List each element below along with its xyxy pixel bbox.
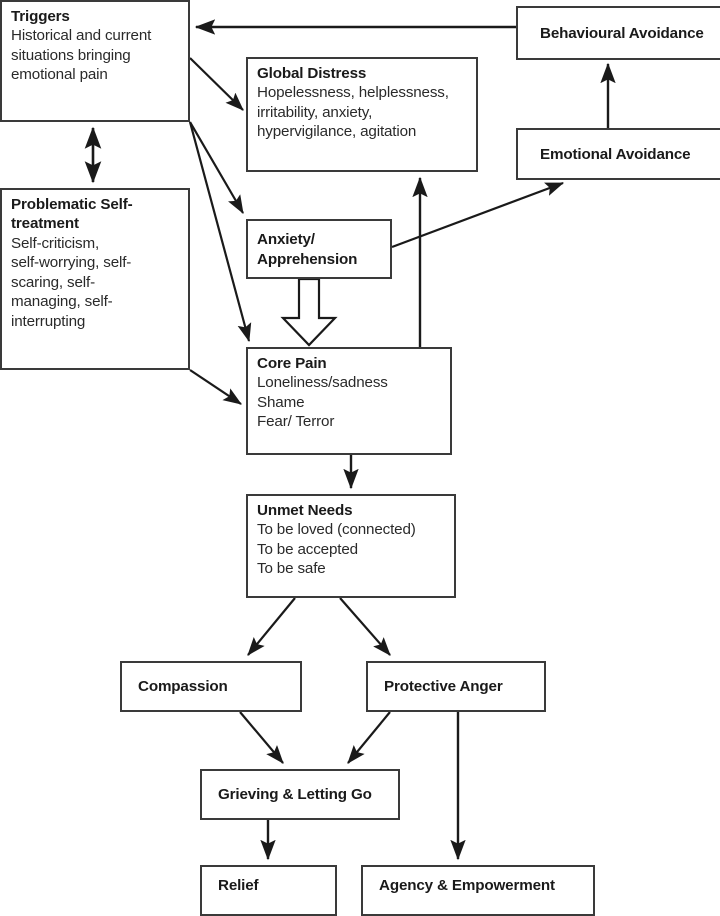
node-compassion-title: Compassion (138, 678, 228, 696)
node-grieving-letting-go-title: Grieving & Letting Go (218, 786, 372, 804)
node-global-distress[interactable]: Global Distress Hopelessness, helplessne… (246, 57, 478, 172)
node-problematic-self-treatment-title: Problematic Self- treatment (11, 196, 133, 233)
node-emotional-avoidance[interactable]: Emotional Avoidance (516, 128, 720, 180)
node-compassion[interactable]: Compassion (120, 661, 302, 712)
node-unmet-needs-body: To be loved (connected) To be accepted T… (257, 521, 416, 578)
node-global-distress-body: Hopelessness, helplessness, irritability… (257, 84, 449, 141)
node-protective-anger-title: Protective Anger (384, 678, 503, 696)
edge-anxiety-to-core-pain (280, 277, 338, 347)
node-anxiety-apprehension[interactable]: Anxiety/ Apprehension (246, 219, 392, 279)
edge-triggers-to-core-pain (188, 121, 252, 343)
node-problematic-self-treatment-body: Self-criticism, self-worrying, self- sca… (11, 234, 132, 330)
node-behavioural-avoidance[interactable]: Behavioural Avoidance (516, 6, 720, 60)
node-agency-empowerment[interactable]: Agency & Empowerment (361, 865, 595, 916)
node-unmet-needs-title: Unmet Needs (257, 502, 353, 519)
node-core-pain[interactable]: Core Pain Loneliness/sadness Shame Fear/… (246, 347, 452, 455)
node-grieving-letting-go[interactable]: Grieving & Letting Go (200, 769, 400, 820)
node-agency-empowerment-title: Agency & Empowerment (379, 877, 555, 894)
edge-self-treatment-to-core-pain (189, 369, 242, 405)
edge-triggers-to-global-distress (189, 57, 244, 111)
node-triggers[interactable]: Triggers Historical and current situatio… (0, 0, 190, 122)
edge-unmet-needs-to-protective-anger (339, 597, 391, 656)
node-core-pain-title: Core Pain (257, 355, 327, 372)
node-protective-anger[interactable]: Protective Anger (366, 661, 546, 712)
edge-compassion-to-grieving (239, 711, 284, 764)
node-triggers-body: Historical and current situations bringi… (11, 27, 152, 84)
node-core-pain-body: Loneliness/sadness Shame Fear/ Terror (257, 374, 388, 431)
node-emotional-avoidance-title: Emotional Avoidance (540, 145, 691, 163)
node-triggers-title: Triggers (11, 8, 70, 25)
edge-anxiety-to-emotional-avoidance (391, 181, 565, 249)
node-anxiety-apprehension-title: Anxiety/ Apprehension (257, 231, 358, 268)
edge-protective-anger-to-grieving (347, 711, 391, 764)
node-relief-title: Relief (218, 877, 259, 894)
node-problematic-self-treatment[interactable]: Problematic Self- treatment Self-critici… (0, 188, 190, 370)
edge-unmet-needs-to-compassion (247, 597, 296, 656)
node-behavioural-avoidance-title: Behavioural Avoidance (540, 24, 704, 42)
node-unmet-needs[interactable]: Unmet Needs To be loved (connected) To b… (246, 494, 456, 598)
edge-triggers-to-anxiety (189, 121, 244, 214)
node-relief[interactable]: Relief (200, 865, 337, 916)
node-global-distress-title: Global Distress (257, 65, 367, 82)
